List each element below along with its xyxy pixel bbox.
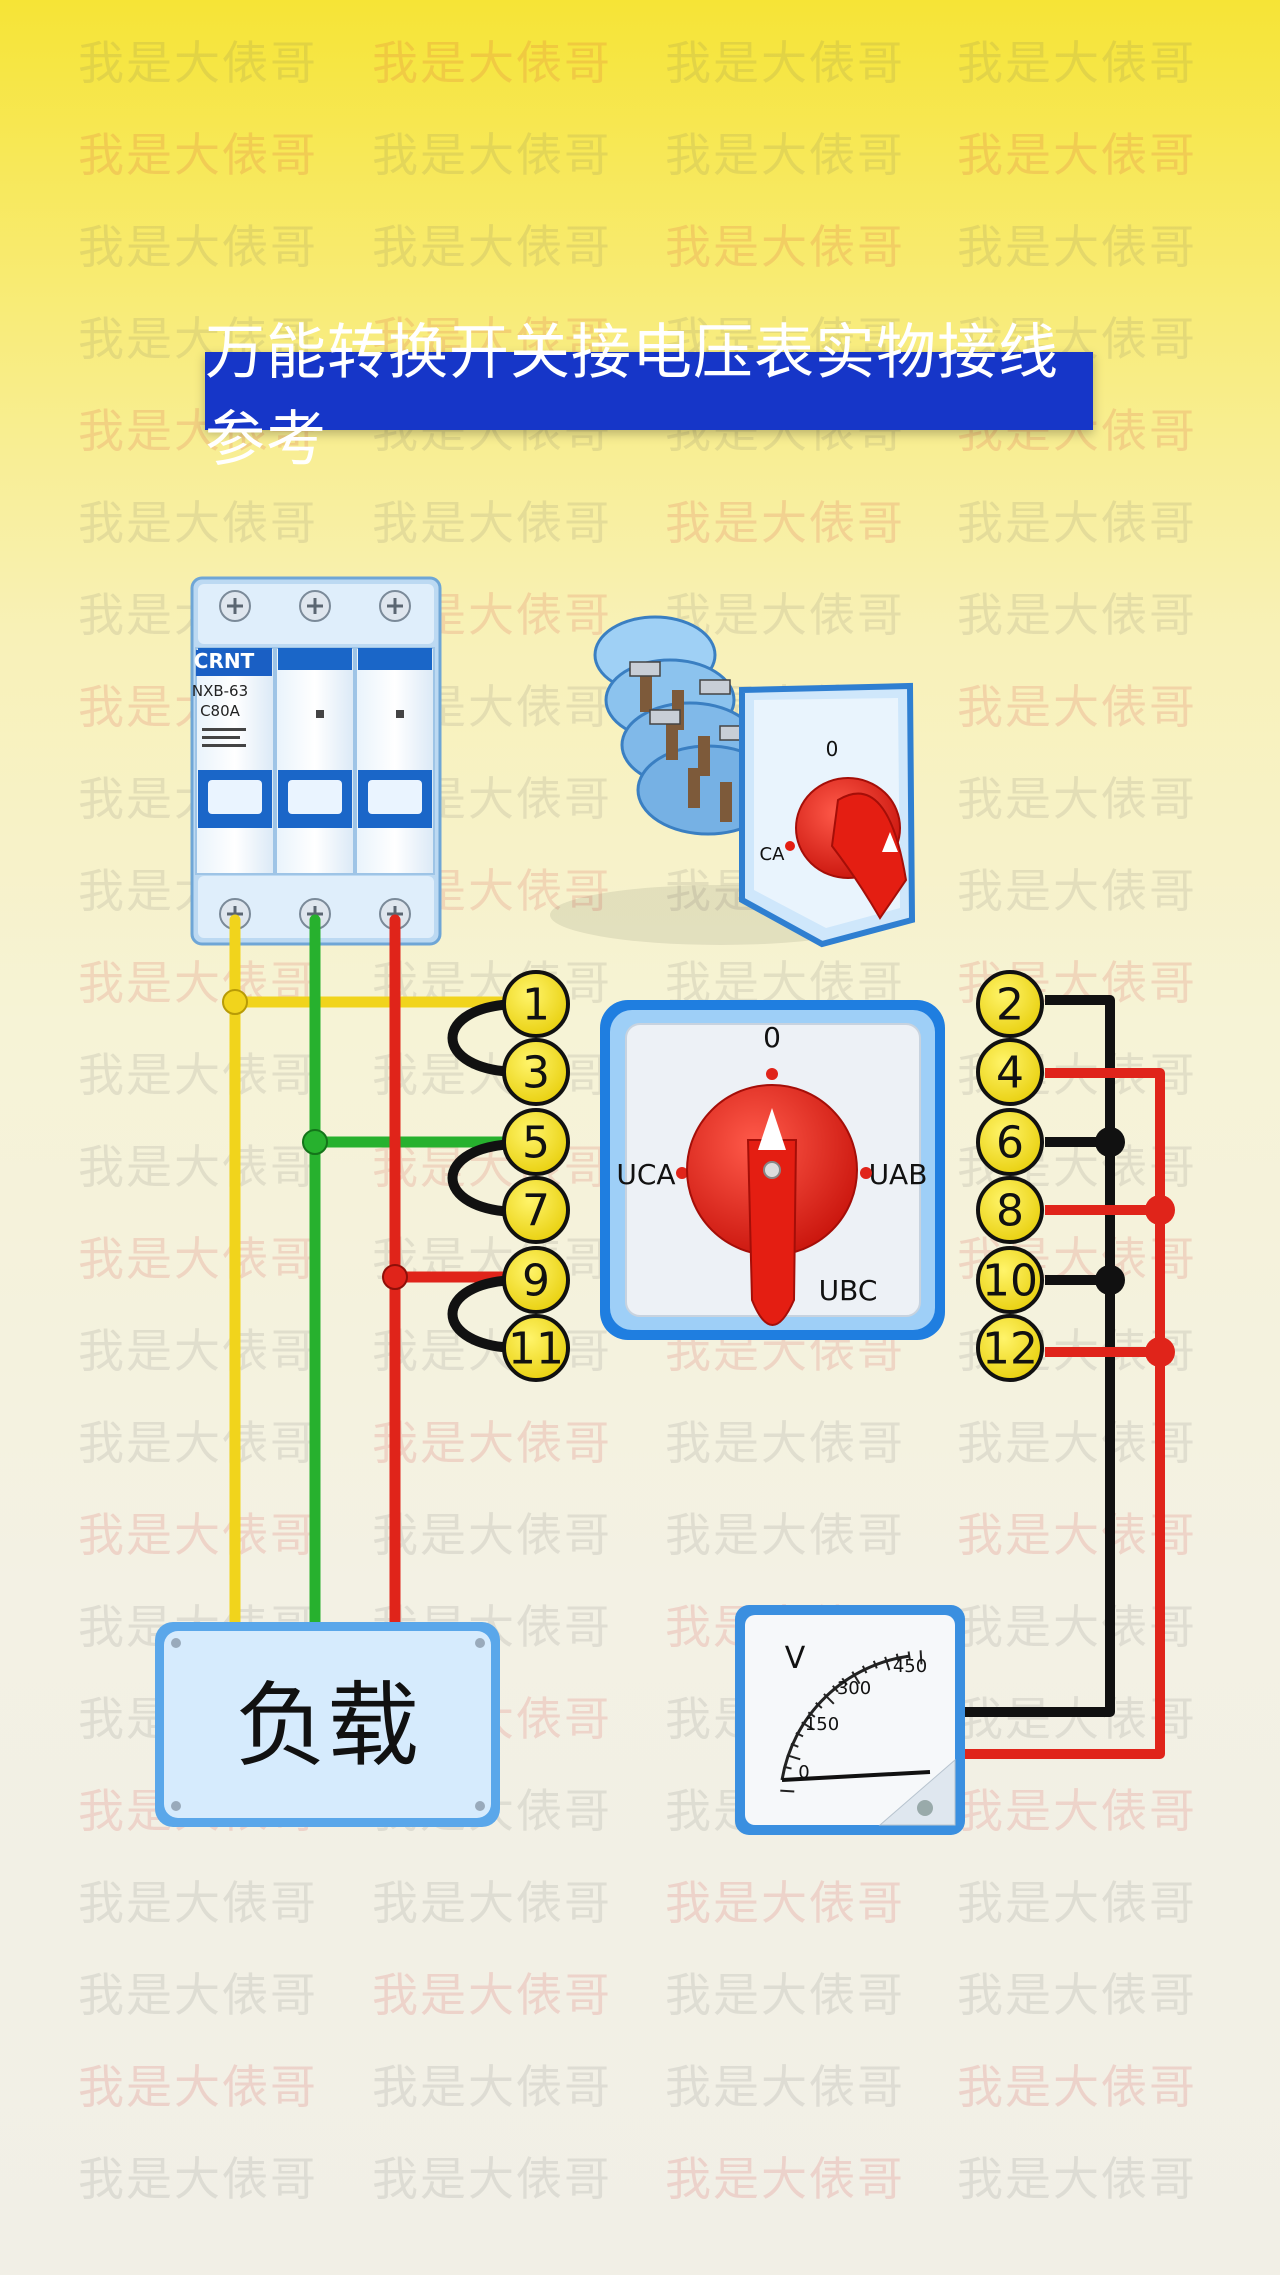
terminal-circle: [502, 1246, 570, 1314]
voltmeter: V 0 150 300 450: [735, 1605, 965, 1835]
terminal-4: 4: [976, 1038, 1044, 1106]
switch3d-ca-label: CA: [760, 844, 786, 865]
terminal-number: 7: [522, 1186, 550, 1237]
left-terminal-column: 1 3 5 7 9 11: [502, 970, 570, 1382]
pointer-arrow-icon: [758, 1108, 786, 1150]
terminal-10: 10: [976, 1246, 1044, 1314]
terminal-number: 4: [996, 1048, 1024, 1099]
switch-pos-right: UAB: [869, 1158, 928, 1191]
voltmeter-scale-150: 150: [805, 1714, 839, 1735]
circuit-breaker: CRNT NXB-63 C80A: [190, 576, 442, 946]
voltmeter-tick: [823, 1693, 835, 1705]
selector-handle: [746, 1139, 798, 1326]
breaker-brand: CRNT: [194, 649, 255, 673]
wire-phase-a: [229, 914, 521, 1631]
terminal-number: 11: [508, 1324, 564, 1375]
junction-dot-c: [382, 1264, 408, 1290]
voltmeter-tick: [841, 1677, 848, 1686]
terminal-number: 5: [522, 1118, 550, 1169]
voltmeter-tick: [783, 1765, 792, 1770]
voltmeter-tick: [815, 1702, 823, 1709]
left-jumpers: [447, 999, 521, 1353]
terminal-3: 3: [502, 1038, 570, 1106]
terminal-9: 9: [502, 1246, 570, 1314]
terminal-circle: [502, 1176, 570, 1244]
switch-panel: 0 UCA UAB UBC: [600, 1000, 945, 1340]
terminal-8: 8: [976, 1176, 1044, 1244]
voltmeter-tick: [907, 1651, 911, 1660]
switch-pos-top: 0: [763, 1021, 781, 1054]
switch-pos-bottom: UBC: [819, 1274, 878, 1307]
voltmeter-tick: [861, 1665, 868, 1674]
breaker-rating: C80A: [200, 702, 241, 720]
voltmeter-scale-0: 0: [798, 1762, 809, 1783]
terminal-circle: [976, 1108, 1044, 1176]
voltmeter-unit: V: [785, 1641, 806, 1676]
terminal-11: 11: [502, 1314, 570, 1382]
terminal-circle: [502, 1108, 570, 1176]
terminal-circle: [502, 970, 570, 1038]
junction-dot-b: [302, 1129, 328, 1155]
terminal-circle: [976, 1038, 1044, 1106]
right-red-wire: [965, 1068, 1165, 1759]
voltmeter-scale-300: 300: [837, 1678, 871, 1699]
voltmeter-tick: [786, 1754, 801, 1761]
page-title: 万能转换开关接电压表实物接线参考: [205, 318, 1093, 475]
breaker-top-screws: [219, 590, 411, 622]
right-junction-dots: [1095, 1127, 1175, 1367]
voltmeter-tick: [872, 1660, 878, 1669]
voltmeter-tick: [795, 1731, 804, 1738]
terminal-number: 6: [996, 1118, 1024, 1169]
voltmeter-tick: [807, 1711, 816, 1718]
breaker-model: NXB-63: [192, 682, 248, 700]
right-terminal-column: 2 4 6 8 10 12: [976, 970, 1044, 1382]
switch3d-zero-label: 0: [826, 737, 839, 761]
rotary-switch-3d: 0 CA: [550, 615, 916, 948]
voltmeter-needle: [781, 1770, 931, 1782]
terminal-number: 8: [996, 1186, 1024, 1237]
breaker-bottom-screws: [219, 898, 411, 930]
voltmeter-scale-450: 450: [893, 1656, 927, 1677]
terminal-circle: [976, 970, 1044, 1038]
terminal-number: 1: [522, 980, 550, 1031]
terminal-number: 12: [982, 1324, 1038, 1375]
switch-pos-left: UCA: [616, 1158, 675, 1191]
terminal-number: 9: [522, 1256, 550, 1307]
terminal-5: 5: [502, 1108, 570, 1176]
terminal-number: 3: [522, 1048, 550, 1099]
terminal-circle: [502, 1314, 570, 1382]
voltmeter-tick: [832, 1685, 839, 1693]
voltmeter-tick: [919, 1650, 923, 1665]
voltmeter-tick: [884, 1656, 891, 1671]
voltmeter-tick: [801, 1721, 815, 1731]
terminal-number: 10: [982, 1256, 1038, 1307]
junction-dot-a: [222, 989, 248, 1015]
terminal-7: 7: [502, 1176, 570, 1244]
terminal-circle: [976, 1246, 1044, 1314]
voltmeter-tick: [790, 1742, 799, 1748]
load-box: 负载: [155, 1622, 500, 1827]
terminal-number: 2: [996, 980, 1024, 1031]
terminal-circle: [502, 1038, 570, 1106]
voltmeter-tick: [851, 1671, 861, 1685]
load-label: 负载: [235, 1673, 419, 1780]
terminal-6: 6: [976, 1108, 1044, 1176]
terminal-circle: [976, 1314, 1044, 1382]
wire-phase-b: [309, 914, 521, 1631]
voltmeter-tick: [780, 1789, 795, 1793]
terminal-2: 2: [976, 970, 1044, 1038]
terminal-12: 12: [976, 1314, 1044, 1382]
terminal-circle: [976, 1176, 1044, 1244]
voltmeter-tick: [895, 1653, 900, 1662]
terminal-1: 1: [502, 970, 570, 1038]
